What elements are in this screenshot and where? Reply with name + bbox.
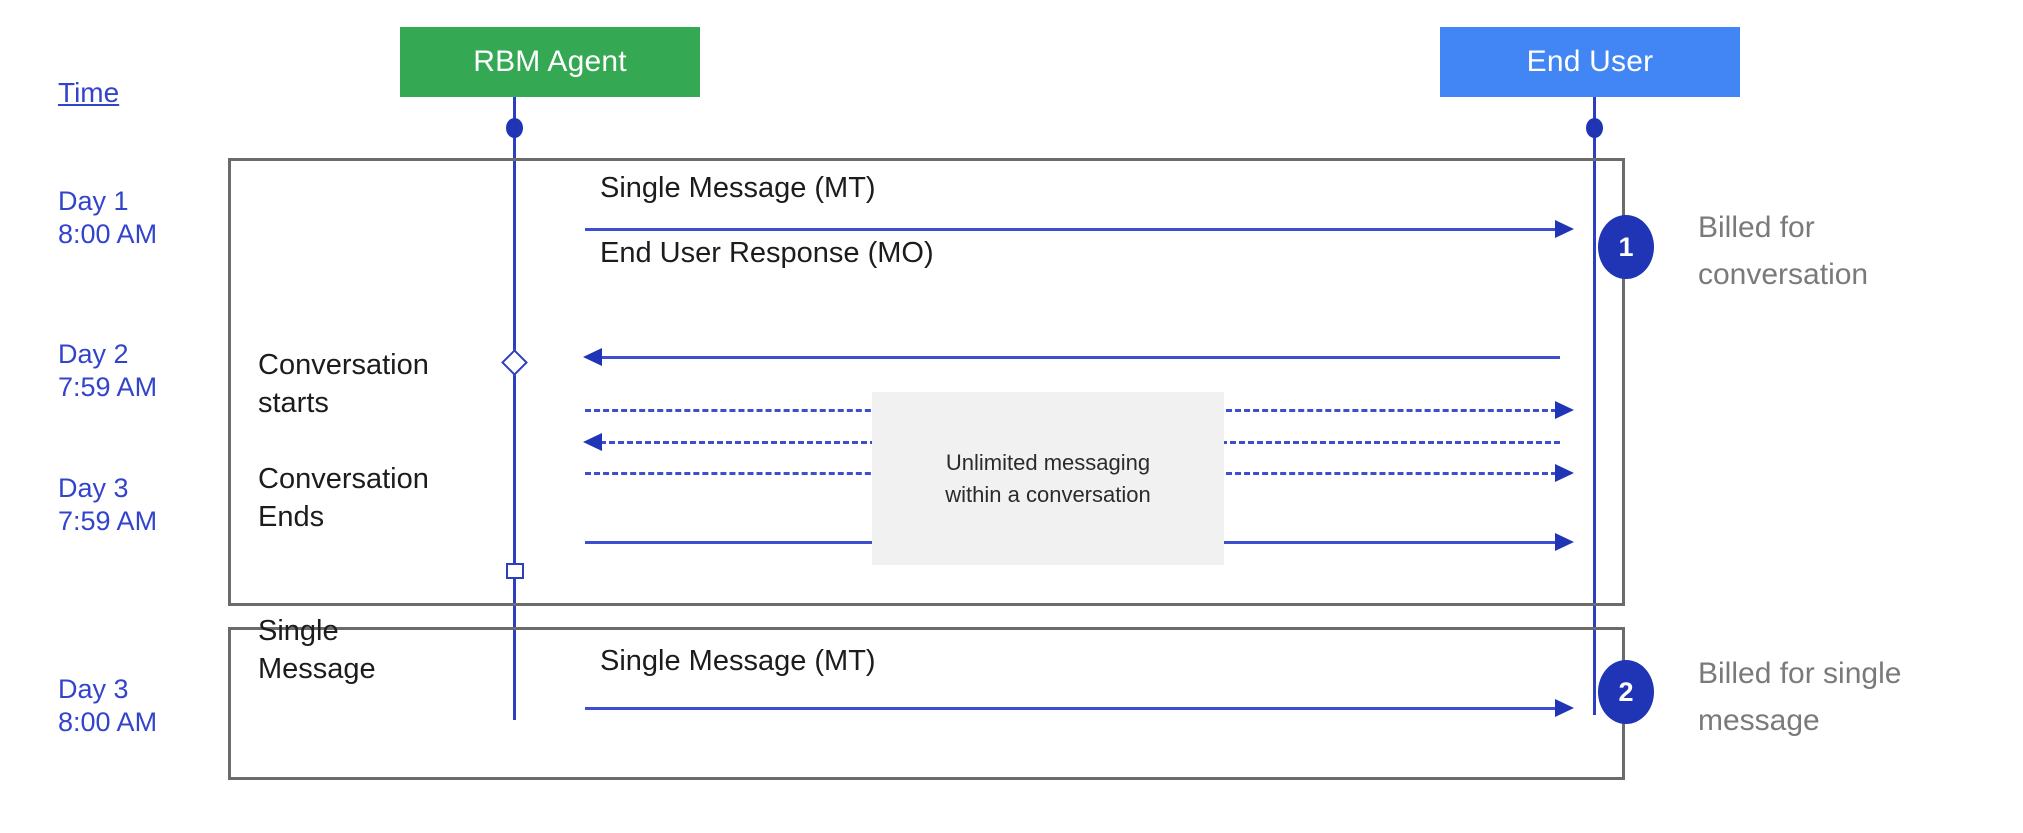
message-label-single-message-mt-1: Single Message (MT) — [600, 172, 876, 204]
actor-rbm-agent[interactable]: RBM Agent — [400, 27, 700, 97]
arrowhead-left-mo-1 — [583, 348, 602, 366]
time-label-day3-end: Day 3 7:59 AM — [58, 473, 158, 536]
lifeline-end-user-lower — [1593, 605, 1596, 715]
lifeline-rbm-agent-lower — [513, 605, 516, 720]
status-badge-1-number: 1 — [1618, 231, 1634, 262]
message-arrow-single-message-mt-1 — [585, 228, 1557, 231]
conversation-end-square-marker — [506, 563, 524, 579]
time-label-day2: Day 2 7:59 AM — [58, 339, 158, 402]
group-box-conversation — [228, 158, 1625, 606]
caption-conversation-starts: Conversation starts — [258, 349, 429, 419]
arrowhead-left-dashed-2 — [583, 433, 602, 451]
arrowhead-right-dashed-3 — [1555, 464, 1574, 482]
side-note-billed-for-single-message: Billed for single message — [1698, 657, 1902, 737]
lifeline-end-user-upper — [1593, 97, 1596, 605]
note-unlimited-messaging: Unlimited messaging within a conversatio… — [872, 392, 1224, 565]
message-label-end-user-response-mo: End User Response (MO) — [600, 237, 934, 269]
status-badge-1: 1 — [1598, 215, 1654, 279]
actor-end-user-label: End User — [1526, 45, 1654, 78]
caption-single-message: Single Message — [258, 615, 376, 685]
status-badge-2: 2 — [1598, 660, 1654, 724]
side-note-billed-for-conversation: Billed for conversation — [1698, 211, 1869, 291]
lifeline-start-dot-end-user — [1586, 118, 1603, 138]
time-label-day1: Day 1 8:00 AM — [58, 186, 158, 249]
time-column-heading: Time — [58, 77, 120, 108]
lifeline-start-dot-rbm-agent — [506, 118, 523, 138]
arrowhead-right-mt-1 — [1555, 220, 1574, 238]
actor-end-user[interactable]: End User — [1440, 27, 1740, 97]
message-label-single-message-mt-2: Single Message (MT) — [600, 645, 876, 677]
time-label-day3-single: Day 3 8:00 AM — [58, 674, 158, 737]
arrowhead-right-conversation-last — [1555, 533, 1574, 551]
arrowhead-right-mt-2 — [1555, 699, 1574, 717]
status-badge-2-number: 2 — [1618, 676, 1634, 707]
message-arrow-end-user-response-mo — [600, 356, 1560, 359]
group-box-single-message — [228, 627, 1625, 780]
arrowhead-right-dashed-1 — [1555, 401, 1574, 419]
actor-rbm-agent-label: RBM Agent — [473, 45, 627, 78]
message-arrow-single-message-mt-2 — [585, 707, 1557, 710]
caption-conversation-ends: Conversation Ends — [258, 463, 429, 533]
